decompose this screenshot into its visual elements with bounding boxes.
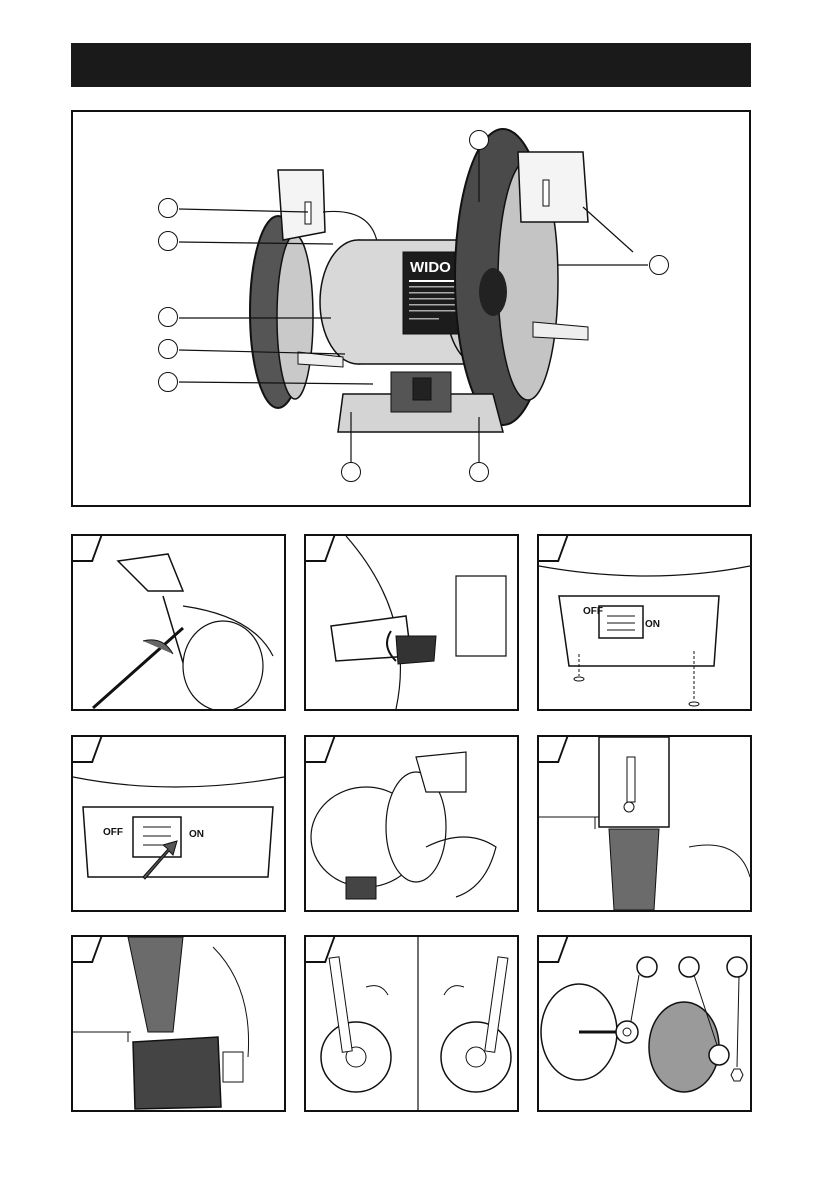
switch-on-label: ON	[189, 829, 204, 840]
eye-shield-drawing	[73, 536, 284, 709]
mounting-drawing: OFF ON	[539, 536, 750, 709]
switch-off-label: OFF	[103, 827, 123, 838]
switch-on-label: ON	[645, 619, 660, 630]
wheel-assembly-drawing	[539, 937, 750, 1110]
callout-circle	[341, 462, 361, 482]
wheel-gap-drawing	[539, 737, 750, 910]
figure-mounting-holes: OFF ON	[537, 534, 752, 711]
brand-logo: WIDO	[410, 259, 451, 276]
main-product-panel: WIDO	[71, 110, 751, 507]
figure-tool-rest-gap	[71, 935, 286, 1112]
callout-circle	[158, 307, 178, 327]
callout-circle	[158, 372, 178, 392]
figure-wheel-gap	[537, 735, 752, 912]
figure-eye-shield-adjust	[71, 534, 286, 711]
callout-circle	[158, 231, 178, 251]
figure-switch-on: OFF ON	[71, 735, 286, 912]
callout-circle	[469, 462, 489, 482]
wrench-drawing	[306, 937, 517, 1110]
callout-circle	[158, 339, 178, 359]
callout-circle	[158, 198, 178, 218]
figure-tool-rest-knob	[304, 534, 519, 711]
callout-circle	[469, 130, 489, 150]
figure-hand-adjust	[304, 735, 519, 912]
switch-off-label: OFF	[583, 606, 603, 617]
header-bar	[71, 43, 751, 87]
tool-rest-drawing	[306, 536, 517, 709]
figure-wheel-assembly	[537, 935, 752, 1112]
tool-rest-gap-drawing	[73, 937, 284, 1110]
callout-circle	[649, 255, 669, 275]
hand-adjust-drawing	[306, 737, 517, 910]
switch-drawing: OFF ON	[73, 737, 284, 910]
figure-wrench-wheel-nut	[304, 935, 519, 1112]
